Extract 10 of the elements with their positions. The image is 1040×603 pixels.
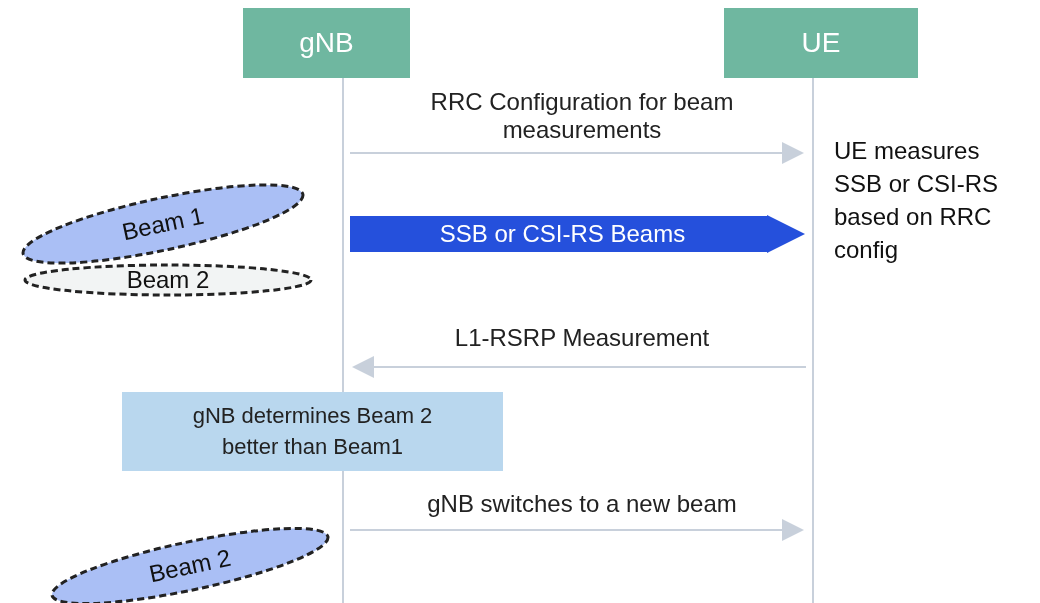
lifeline-header: gNB [243,8,410,78]
process-box: gNB determines Beam 2 better than Beam1 [122,392,503,471]
beam-ellipse: Beam 2 [23,263,313,297]
lifeline-header: UE [724,8,918,78]
message-arrow [352,356,807,378]
message-arrow [349,142,804,164]
message-arrow [349,519,804,541]
beam-ellipse: Beam 1 [21,183,305,265]
block-arrow [350,215,805,253]
note-text: UE measures SSB or CSI-RS based on RRC config [834,136,1000,265]
